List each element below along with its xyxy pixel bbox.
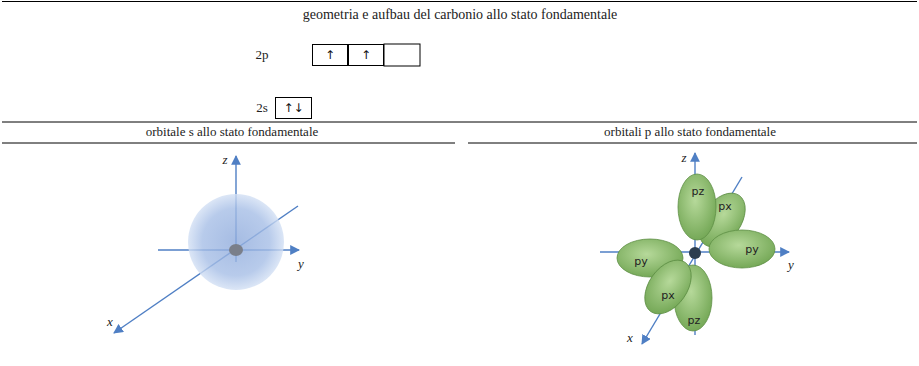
electron-arrows: ↑ bbox=[361, 48, 371, 62]
orbital-label: py bbox=[634, 256, 648, 268]
electron-arrows: ↑↓ bbox=[283, 101, 303, 115]
py-lobe bbox=[709, 230, 775, 268]
orbital-label: px bbox=[718, 201, 732, 213]
column-header: orbitale s allo stato fondamentale bbox=[146, 125, 319, 139]
axis-label: z bbox=[222, 153, 227, 167]
shell-label: 2s bbox=[256, 101, 268, 115]
axis-label: x bbox=[627, 331, 633, 345]
nucleus bbox=[689, 247, 701, 259]
p-orbital-figure bbox=[600, 153, 789, 344]
axis-label: y bbox=[298, 257, 304, 271]
empty-orbital-box bbox=[384, 44, 420, 66]
px-lobe bbox=[635, 252, 701, 323]
axis-label: z bbox=[681, 151, 686, 165]
table-rule bbox=[2, 1, 917, 2]
table-rule bbox=[2, 122, 917, 123]
shell-label: 2p bbox=[256, 48, 269, 62]
nucleus bbox=[229, 244, 243, 256]
s-orbital-figure bbox=[114, 156, 299, 333]
column-header: orbitali p allo stato fondamentale bbox=[604, 125, 776, 139]
orbital-label: pz bbox=[692, 186, 705, 198]
orbital-label: px bbox=[661, 290, 675, 302]
s-orbital-sphere bbox=[188, 194, 284, 290]
table-title: geometria e aufbau del carbonio allo sta… bbox=[303, 7, 617, 22]
table-rule bbox=[2, 143, 455, 144]
orbital-box: ↑↓ bbox=[275, 97, 312, 119]
table-rule bbox=[468, 143, 917, 144]
orbital-box: ↑ bbox=[312, 44, 348, 66]
electron-arrows: ↑ bbox=[325, 48, 335, 62]
axis-label: x bbox=[107, 315, 113, 329]
orbital-label: pz bbox=[688, 315, 701, 327]
axis-label: y bbox=[788, 258, 794, 272]
pz-lobe bbox=[678, 174, 716, 240]
orbital-label: py bbox=[745, 244, 759, 256]
orbital-box: ↑ bbox=[348, 44, 384, 66]
